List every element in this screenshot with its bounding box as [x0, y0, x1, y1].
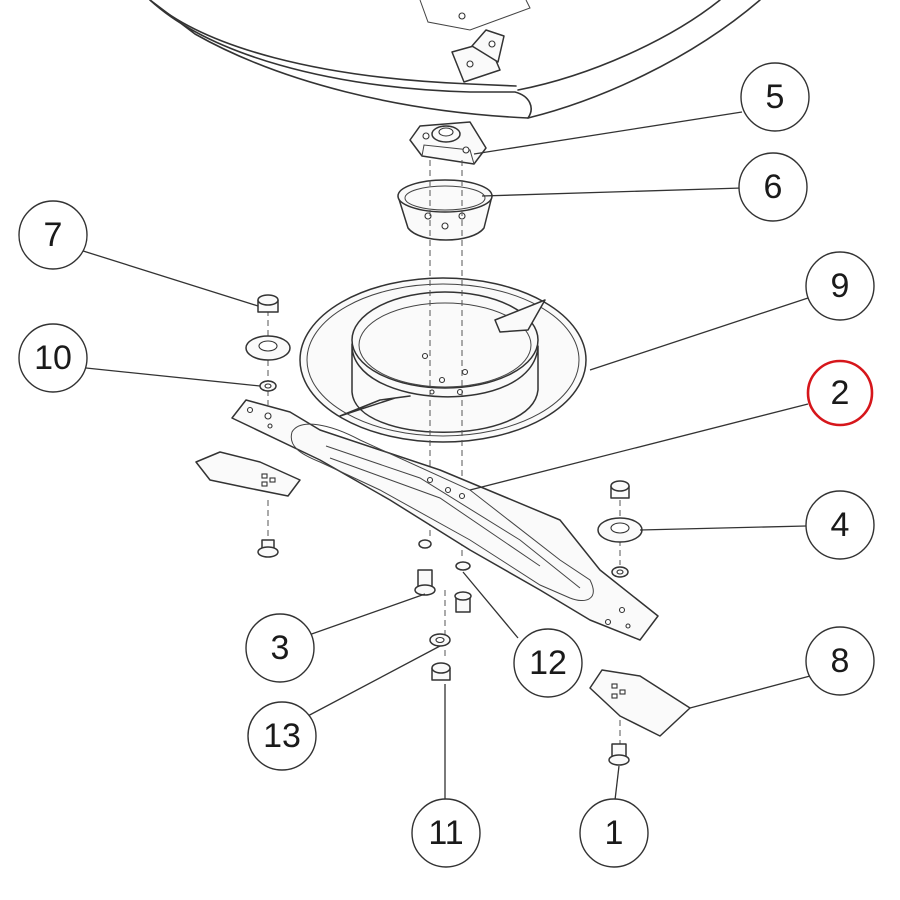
- callout-2-label: 2: [831, 374, 850, 412]
- callout-8: 8: [805, 626, 875, 696]
- nut-right: [610, 480, 630, 499]
- callout-11-label: 11: [428, 814, 463, 852]
- part-11-nut: [431, 662, 451, 681]
- washer-left: [245, 335, 291, 361]
- part-10-small-nut: [259, 380, 277, 392]
- callout-1: 1: [579, 798, 649, 868]
- callout-11: 11: [411, 798, 481, 868]
- callout-9-label: 9: [831, 267, 850, 305]
- callout-3: 3: [245, 613, 315, 683]
- callout-3-label: 3: [271, 629, 290, 667]
- callout-7: 7: [18, 200, 88, 270]
- callout-13: 13: [247, 701, 317, 771]
- callout-9: 9: [805, 251, 875, 321]
- mower-deck-housing: [149, 0, 761, 119]
- blade-left: [195, 451, 301, 497]
- callout-13-label: 13: [263, 717, 301, 755]
- part-4-washer: [597, 517, 643, 543]
- callout-4: 4: [805, 490, 875, 560]
- part-5-mount-flange: [409, 121, 487, 165]
- callout-10: 10: [18, 323, 88, 393]
- part-7-nut: [257, 294, 279, 313]
- callout-5: 5: [740, 62, 810, 132]
- callout-6: 6: [738, 152, 808, 222]
- part-3-bolt: [414, 539, 436, 596]
- callout-5-label: 5: [766, 78, 785, 116]
- callout-12: 12: [513, 628, 583, 698]
- callout-6-label: 6: [764, 168, 783, 206]
- bolt-left: [257, 539, 279, 558]
- part-12-bolt: [454, 561, 472, 613]
- callout-2: 2: [806, 359, 874, 427]
- callout-12-label: 12: [529, 644, 567, 682]
- callout-7-label: 7: [44, 216, 63, 254]
- small-nut-right: [611, 566, 629, 578]
- callout-10-label: 10: [34, 339, 72, 377]
- part-9-baffle-ring: [299, 277, 587, 443]
- part-2-blade-bar: [231, 399, 659, 641]
- part-8-blade-right: [589, 669, 691, 737]
- callout-1-label: 1: [605, 814, 624, 852]
- callout-4-label: 4: [831, 506, 850, 544]
- part-6-cup: [397, 179, 493, 241]
- part-1-bolt: [608, 743, 630, 766]
- leader-lines: [79, 111, 811, 802]
- part-13-washer: [429, 633, 451, 647]
- callout-8-label: 8: [831, 642, 850, 680]
